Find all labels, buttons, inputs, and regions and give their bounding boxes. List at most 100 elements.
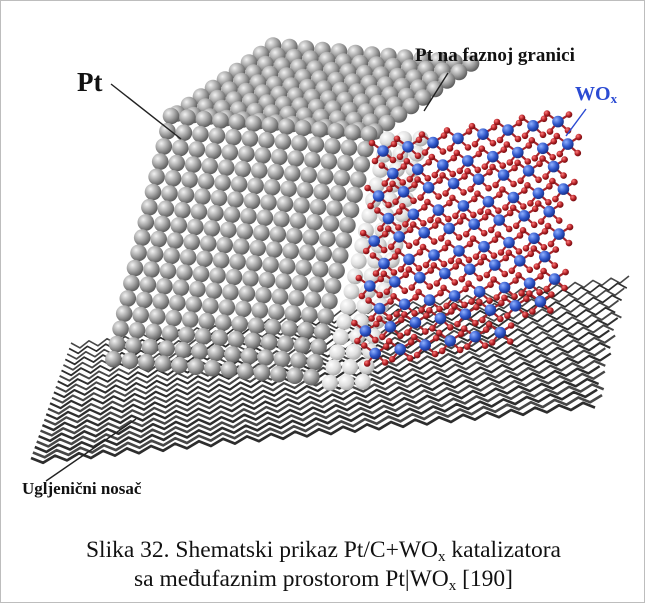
oxygen-atom <box>501 294 508 302</box>
pt-atom <box>253 364 271 382</box>
pt-atom <box>165 309 182 327</box>
pt-atom <box>179 248 197 266</box>
oxygen-atom <box>525 142 533 149</box>
pt-atom <box>378 114 396 132</box>
carbon-support-label: Ugljenični nosač <box>22 479 142 498</box>
wox-label: WOx <box>575 83 617 107</box>
oxygen-atom <box>552 195 559 203</box>
oxygen-atom <box>537 218 545 225</box>
tungsten-atom <box>534 295 547 308</box>
oxygen-atom <box>462 230 470 238</box>
carbon-chain <box>36 383 605 448</box>
oxygen-atom <box>424 198 431 206</box>
oxygen-atom <box>439 148 447 155</box>
oxygen-atom <box>419 243 427 251</box>
oxygen-atom <box>443 127 451 134</box>
pt-atom <box>254 147 272 164</box>
oxygen-atom <box>519 227 527 234</box>
oxygen-atom <box>474 166 482 174</box>
oxygen-atom <box>440 132 448 139</box>
pt-atom <box>247 317 265 334</box>
tungsten-atom <box>482 195 495 208</box>
pt-atom <box>179 109 196 126</box>
tungsten-atom <box>372 190 385 202</box>
oxygen-atom <box>527 250 535 258</box>
oxygen-atom <box>381 359 389 366</box>
oxygen-atom <box>415 265 423 272</box>
pt-atom <box>175 124 193 141</box>
pt-atom <box>313 323 331 340</box>
tungsten-atom <box>423 294 436 306</box>
oxygen-atom <box>384 225 392 233</box>
tungsten-atom <box>437 159 449 171</box>
pt-atom <box>304 151 321 169</box>
oxygen-atom <box>463 343 471 351</box>
oxygen-atom <box>548 291 555 298</box>
pt-atom <box>298 244 316 261</box>
tungsten-atom <box>532 187 545 200</box>
oxygen-atom <box>540 267 547 275</box>
tungsten-atom <box>497 169 510 181</box>
oxygen-atom <box>560 172 567 179</box>
tungsten-atom <box>473 285 486 298</box>
oxygen-atom <box>527 200 534 207</box>
wox-leader-line <box>565 108 587 137</box>
pt-atom <box>301 306 318 324</box>
oxygen-atom <box>547 240 555 248</box>
oxygen-atom <box>402 271 410 279</box>
oxygen-atom <box>368 139 376 147</box>
pt-boundary-atom <box>350 253 367 270</box>
oxygen-atom <box>537 273 544 280</box>
pt-atom <box>203 220 221 237</box>
tungsten-atom <box>528 232 540 245</box>
oxygen-atom <box>454 320 461 328</box>
oxygen-atom <box>371 157 379 165</box>
tungsten-atom <box>398 298 411 311</box>
pt-atom <box>327 122 345 140</box>
oxygen-atom <box>543 285 550 293</box>
oxygen-atom <box>477 208 484 215</box>
pt-atom <box>310 338 327 356</box>
pt-atom <box>174 341 192 359</box>
oxygen-atom <box>505 249 513 257</box>
oxygen-atom <box>505 225 513 233</box>
oxygen-atom <box>465 280 472 288</box>
oxygen-atom <box>354 337 361 345</box>
tungsten-atom <box>394 343 407 356</box>
oxygen-atom <box>387 298 394 305</box>
pt-atom <box>148 168 165 186</box>
oxygen-atom <box>477 258 485 266</box>
pt-atom <box>241 130 259 147</box>
oxygen-atom <box>514 135 522 143</box>
pt-atom <box>271 148 288 166</box>
oxygen-atom <box>372 270 380 277</box>
oxygen-atom <box>373 320 380 328</box>
pt-atom <box>291 134 308 152</box>
pt-atom <box>170 217 188 234</box>
tungsten-atom <box>478 240 490 253</box>
oxygen-atom <box>515 248 523 255</box>
tungsten-atom <box>382 212 395 225</box>
pt-atom <box>390 106 408 123</box>
pt-atom <box>290 352 307 369</box>
pt-atom <box>209 267 226 284</box>
carbon-chain <box>34 388 598 454</box>
carbon-chain <box>30 401 596 465</box>
pt-atom <box>251 302 269 319</box>
oxygen-atom <box>499 186 506 193</box>
pt-atom <box>265 241 283 258</box>
pt-atom <box>249 239 266 257</box>
tungsten-atom <box>562 138 574 150</box>
pt-atom <box>227 191 244 208</box>
pt-atom <box>143 261 160 278</box>
oxygen-atom <box>531 155 539 162</box>
pt-atom <box>148 308 166 325</box>
oxygen-atom <box>359 229 367 237</box>
pt-atom <box>284 305 302 322</box>
pt-atom <box>187 358 205 376</box>
pt-boundary-atom <box>325 359 342 376</box>
oxygen-atom <box>425 159 433 166</box>
caption-line-1-subscript: x <box>438 549 446 565</box>
oxygen-atom <box>478 145 486 152</box>
pt-atom <box>339 216 356 234</box>
